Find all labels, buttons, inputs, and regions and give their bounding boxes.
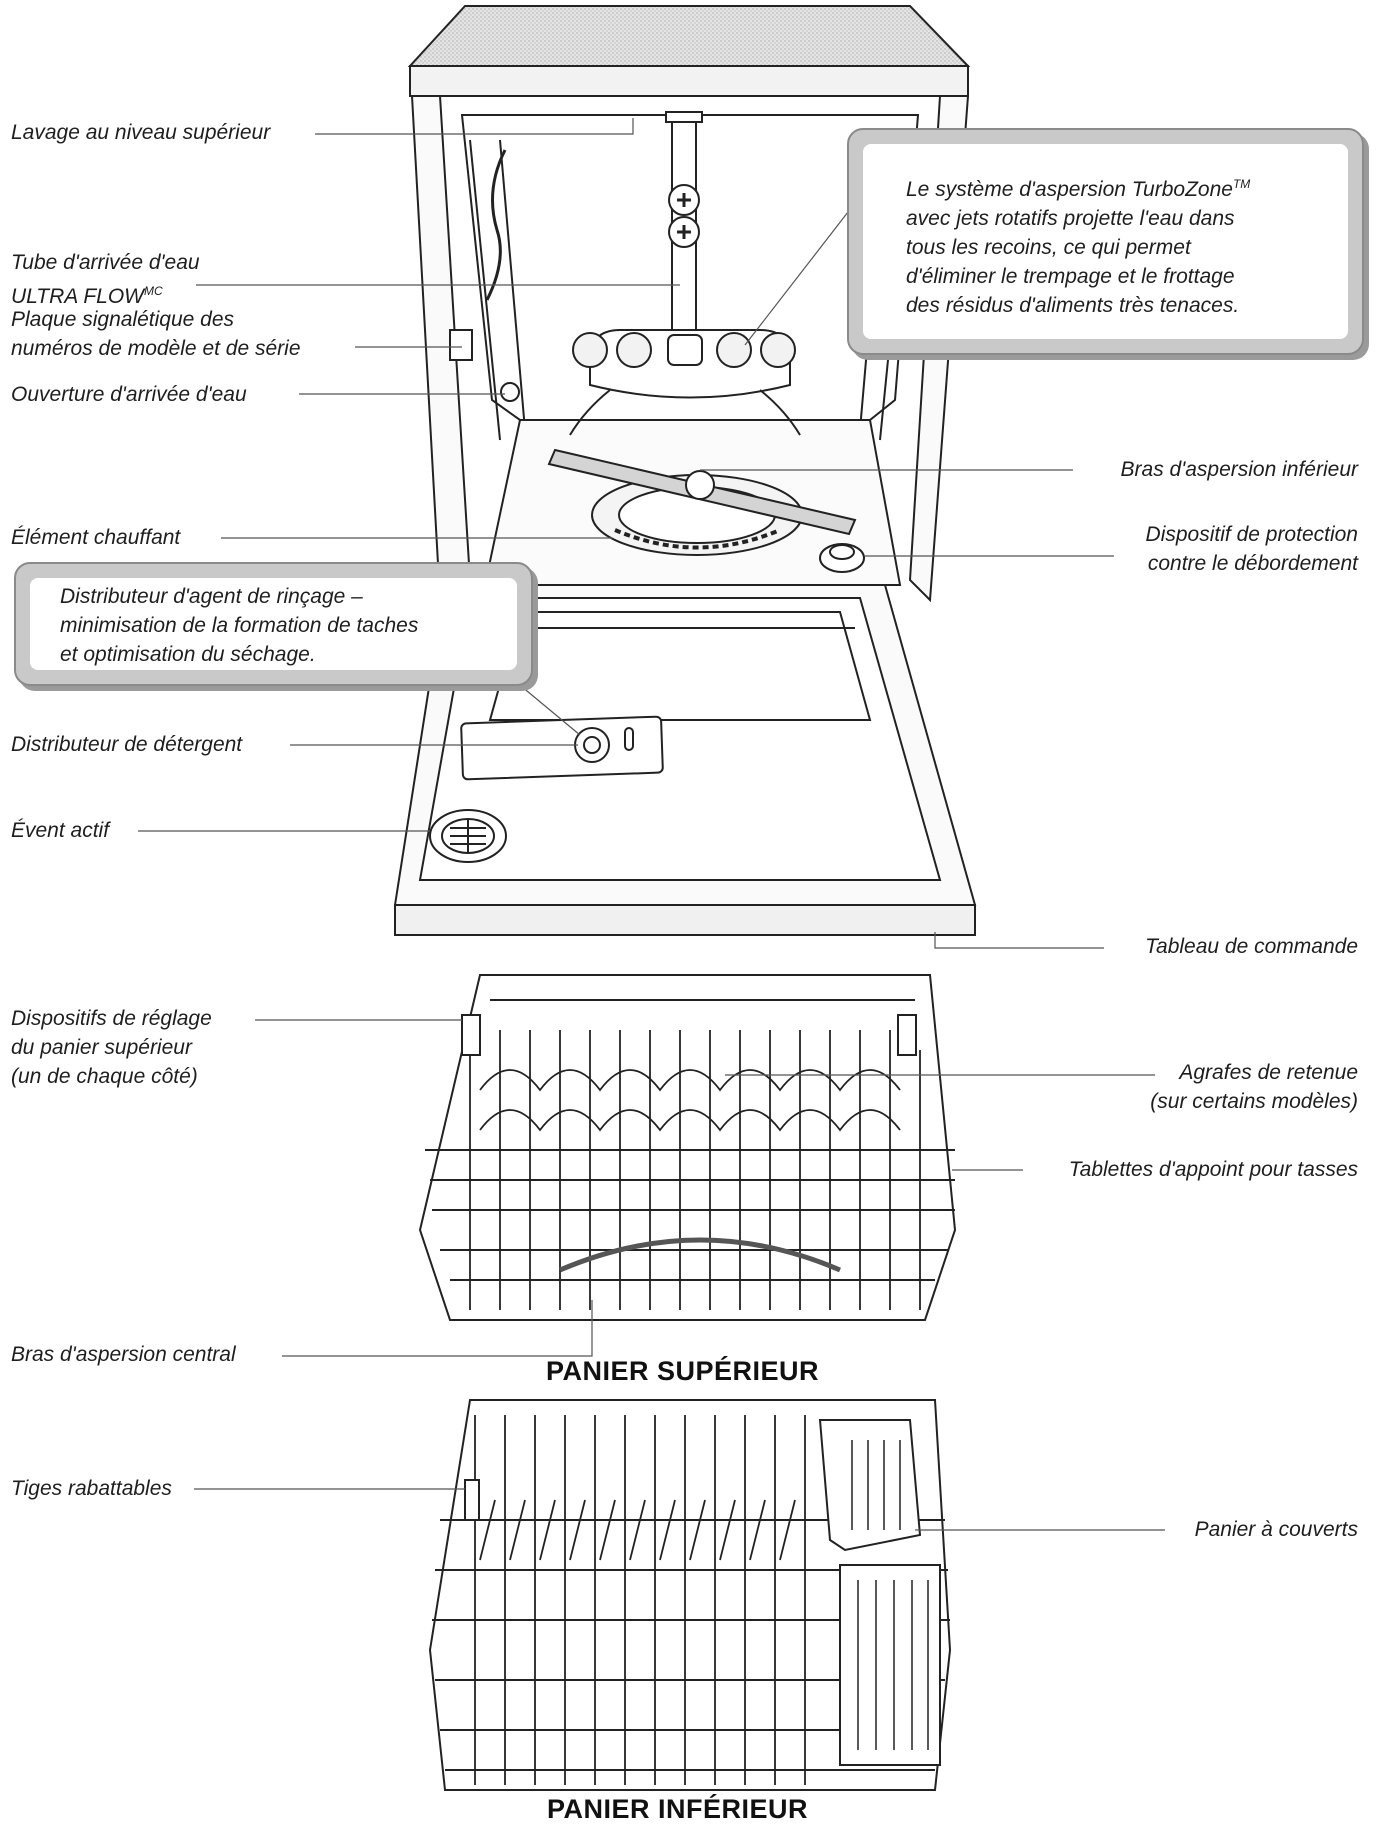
label-rating-plate: Plaque signalétique des numéros de modèl… <box>11 305 301 363</box>
turbozone-line-4: d'éliminer le trempage et le frottage <box>906 262 1250 291</box>
turbozone-tm: TM <box>1233 177 1250 191</box>
label-mid-spray-arm: Bras d'aspersion central <box>11 1340 236 1369</box>
label-rating-plate-line-2: numéros de modèle et de série <box>11 334 301 363</box>
label-water-tube: Tube d'arrivée d'eau ULTRA FLOWMC <box>11 248 200 311</box>
label-rack-adjusters-line-3: (un de chaque côté) <box>11 1062 212 1091</box>
rinse-aid-callout-text: Distributeur d'agent de rinçage – minimi… <box>60 582 418 669</box>
rinse-aid-callout: Distributeur d'agent de rinçage – minimi… <box>14 562 533 686</box>
turbozone-line-3: tous les recoins, ce qui permet <box>906 233 1250 262</box>
label-rack-adjusters-line-2: du panier supérieur <box>11 1033 212 1062</box>
label-water-inlet: Ouverture d'arrivée d'eau <box>11 380 247 409</box>
turbozone-line-1: Le système d'aspersion TurboZone <box>906 178 1233 201</box>
label-detergent-dispenser: Distributeur de détergent <box>11 730 242 759</box>
label-lower-spray-arm: Bras d'aspersion inférieur <box>1121 455 1358 484</box>
label-overflow-protection: Dispositif de protection contre le débor… <box>1146 520 1358 578</box>
label-upper-wash: Lavage au niveau supérieur <box>11 118 270 147</box>
label-overflow-line-1: Dispositif de protection <box>1146 520 1358 549</box>
lower-rack-title: PANIER INFÉRIEUR <box>547 1794 808 1825</box>
turbozone-callout: Le système d'aspersion TurboZoneTM avec … <box>847 128 1364 355</box>
turbozone-line-2: avec jets rotatifs projette l'eau dans <box>906 204 1250 233</box>
label-cup-shelves: Tablettes d'appoint pour tasses <box>1069 1155 1358 1184</box>
turbozone-callout-text: Le système d'aspersion TurboZoneTM avec … <box>906 170 1250 320</box>
label-control-panel: Tableau de commande <box>1145 932 1358 961</box>
upper-rack-title: PANIER SUPÉRIEUR <box>546 1356 819 1387</box>
rating-plate <box>450 330 472 360</box>
label-rack-adjusters-line-1: Dispositifs de réglage <box>11 1004 212 1033</box>
control-panel-edge <box>395 905 975 935</box>
countertop-top <box>410 6 968 66</box>
label-retaining-clips: Agrafes de retenue (sur certains modèles… <box>1150 1058 1358 1116</box>
label-overflow-line-2: contre le débordement <box>1146 549 1358 578</box>
label-clips-line-2: (sur certains modèles) <box>1150 1087 1358 1116</box>
label-fold-down-tines: Tiges rabattables <box>11 1474 172 1503</box>
rinse-aid-line-2: minimisation de la formation de taches <box>60 611 418 640</box>
upper-rack-drawing <box>420 975 955 1320</box>
label-clips-line-1: Agrafes de retenue <box>1150 1058 1358 1087</box>
water-inlet-opening <box>501 383 519 401</box>
label-vent: Évent actif <box>11 816 109 845</box>
label-rack-adjusters: Dispositifs de réglage du panier supérie… <box>11 1004 212 1091</box>
lower-rack-drawing <box>430 1400 950 1790</box>
label-water-tube-tm: MC <box>144 284 163 298</box>
label-rating-plate-line-1: Plaque signalétique des <box>11 305 301 334</box>
label-water-tube-line-1: Tube d'arrivée d'eau <box>11 248 200 277</box>
rinse-aid-line-1: Distributeur d'agent de rinçage – <box>60 582 418 611</box>
rinse-aid-line-3: et optimisation du séchage. <box>60 640 418 669</box>
label-silverware-basket: Panier à couverts <box>1195 1515 1358 1544</box>
turbozone-line-5: des résidus d'aliments très tenaces. <box>906 291 1250 320</box>
label-heating-element: Élément chauffant <box>11 523 180 552</box>
